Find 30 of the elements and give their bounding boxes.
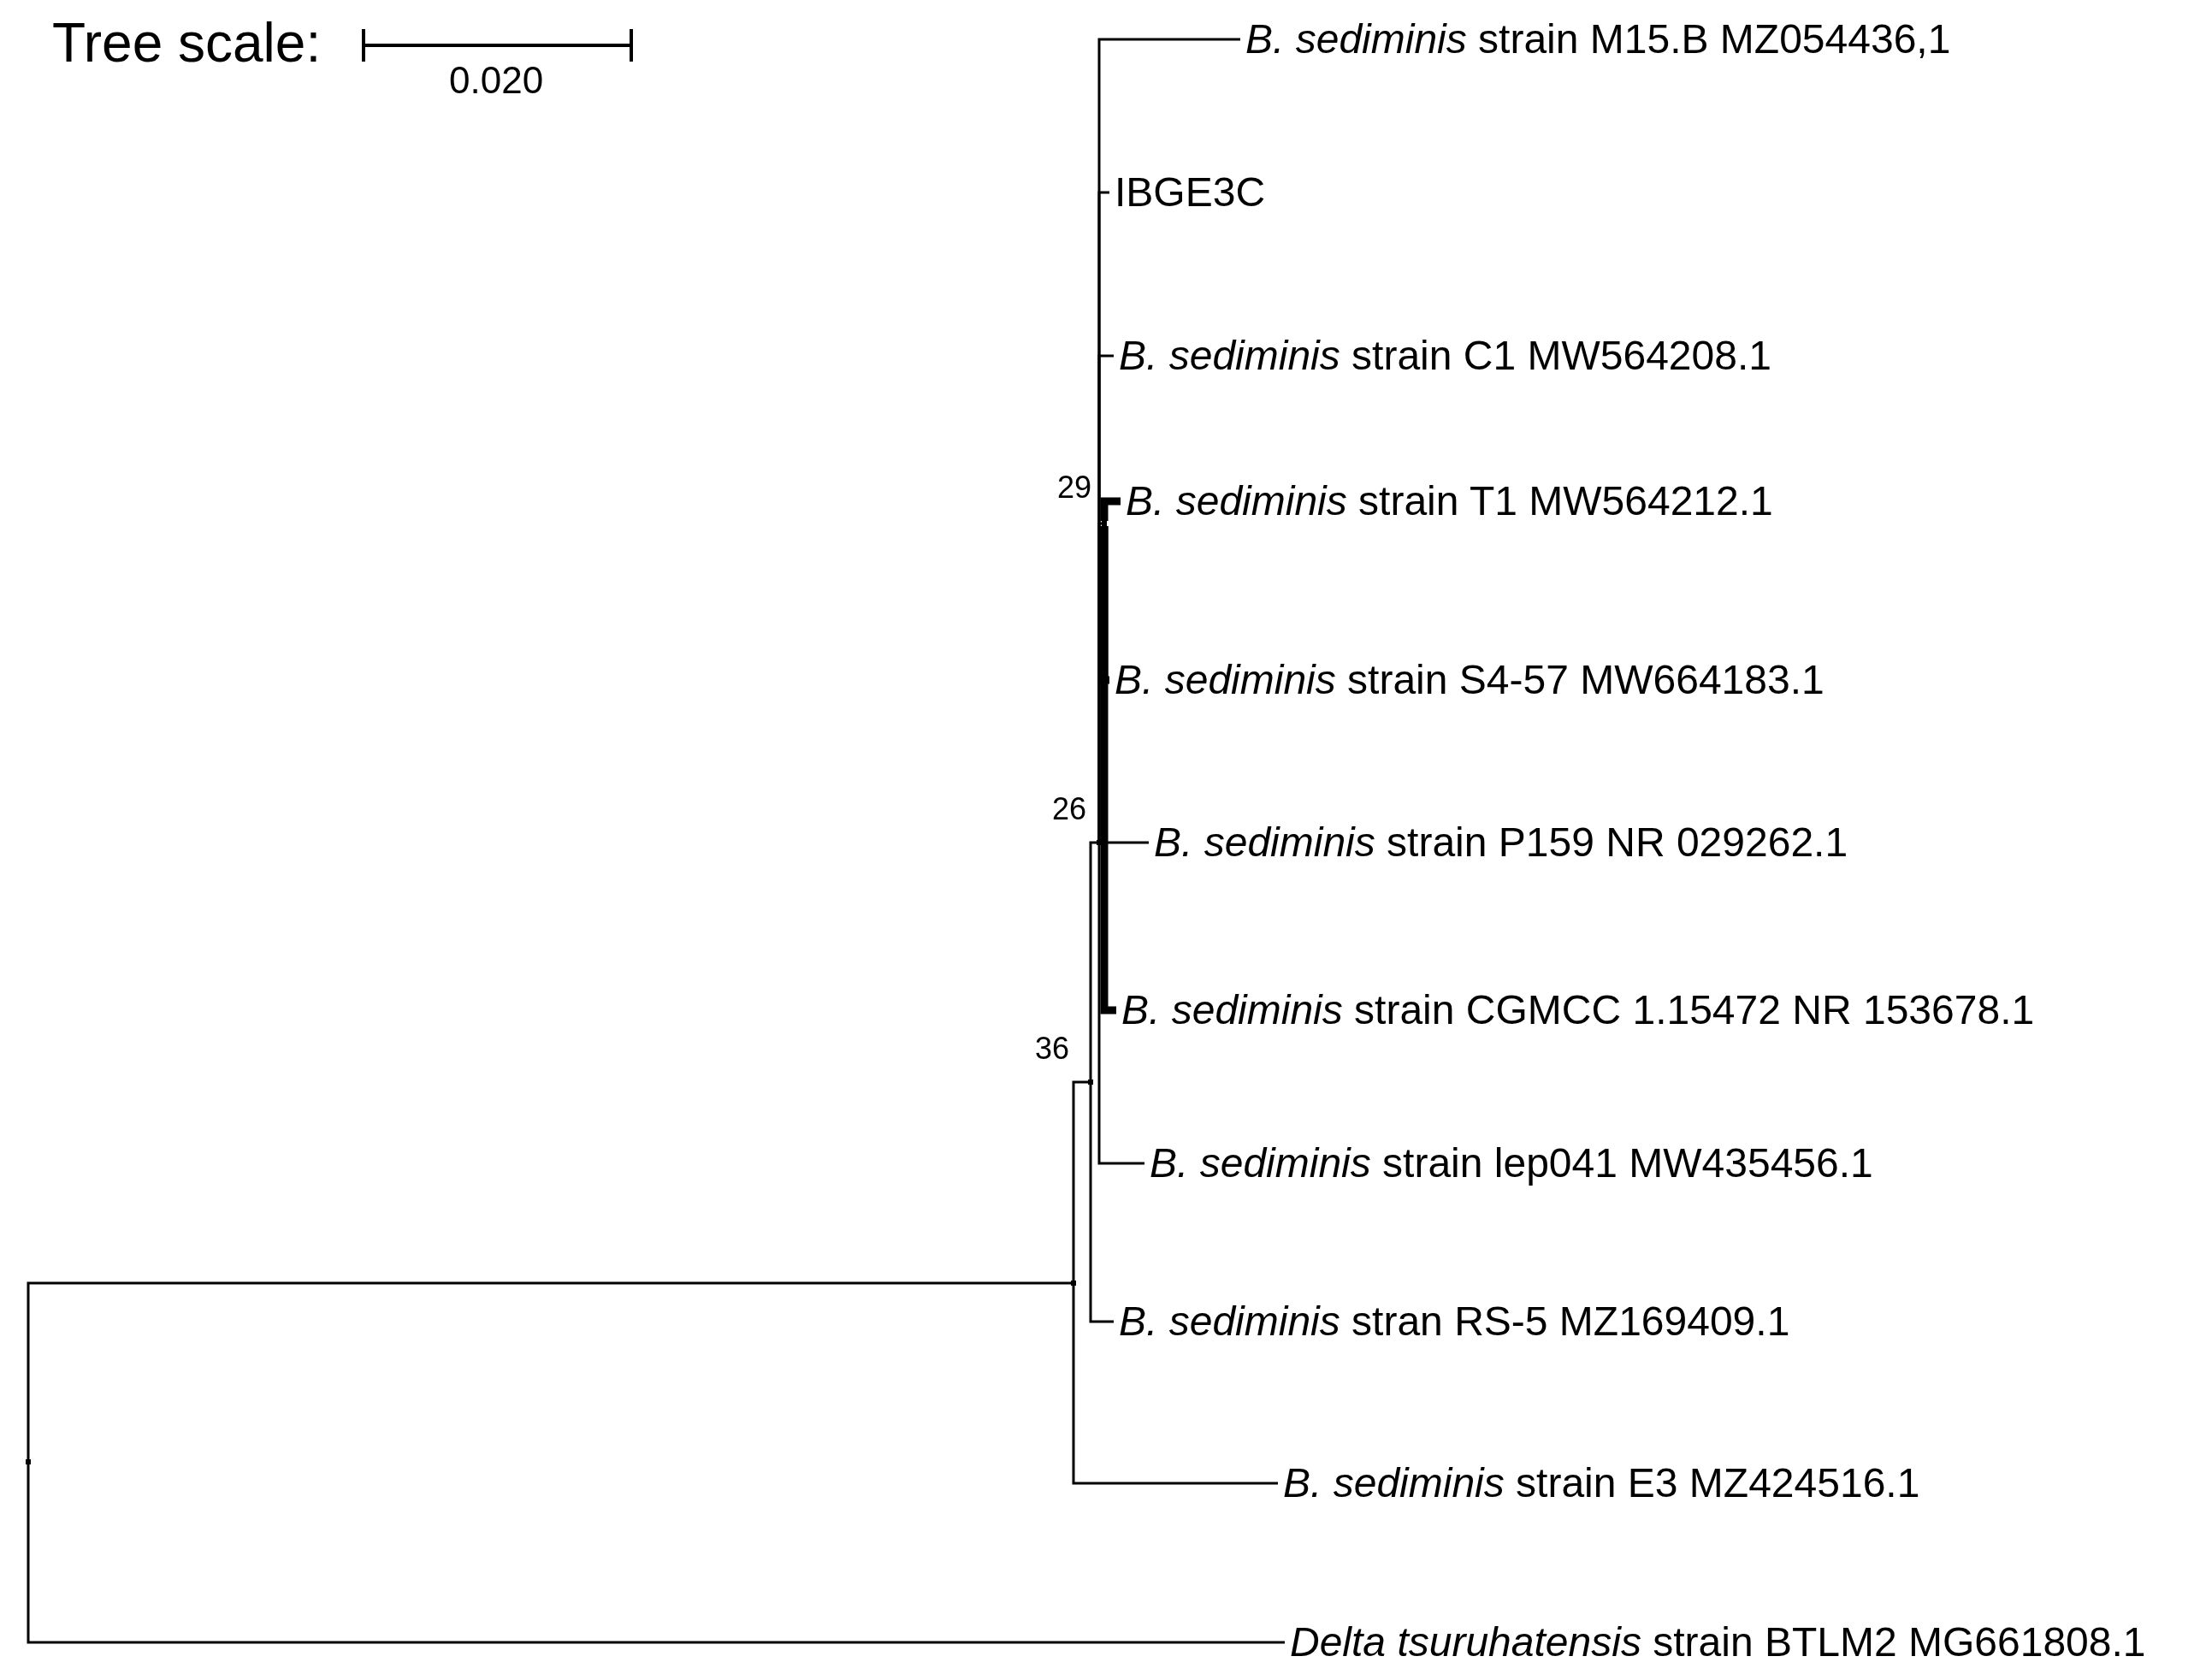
taxon-label: B. sediminis stran RS-5 MZ169409.1 — [1119, 1298, 1790, 1345]
tree-branch — [1072, 1286, 1278, 1485]
taxon-label: B. sediminis strain M15.B MZ054436,1 — [1245, 16, 1951, 62]
bootstrap-value: 29 — [1056, 472, 1091, 503]
tree-branch — [1072, 1080, 1088, 1281]
taxon-label: IBGE3C — [1115, 169, 1266, 216]
taxon-label: B. sediminis strain lep041 MW435456.1 — [1150, 1140, 1873, 1186]
scale-title: Tree scale: — [52, 15, 322, 70]
tree-branch — [1100, 497, 1121, 521]
taxon-label: B. sediminis strain CGMCC 1.15472 NR 153678.1 — [1121, 987, 2035, 1033]
tree-branch — [27, 1281, 1071, 1459]
bootstrap-value: 26 — [1051, 794, 1086, 825]
branch-point — [26, 1459, 31, 1464]
taxon-label: B. sediminis strain S4-57 MW664183.1 — [1115, 657, 1825, 703]
tree-branch — [1100, 526, 1116, 1015]
taxon-label: B. sediminis strain E3 MZ424516.1 — [1283, 1460, 1920, 1506]
taxon-label: B. sediminis strain C1 MW564208.1 — [1119, 333, 1771, 379]
branch-point — [1097, 840, 1102, 845]
tree-branch — [1089, 1085, 1114, 1323]
taxon-label: B. sediminis strain T1 MW564212.1 — [1126, 478, 1773, 524]
scale-value: 0.020 — [449, 62, 544, 99]
tree-branch — [1097, 522, 1103, 840]
taxon-label: B. sediminis strain P159 NR 029262.1 — [1154, 819, 1848, 866]
branch-point — [1071, 1281, 1076, 1286]
tree-branch — [1089, 841, 1097, 1080]
tree-branch — [27, 1464, 1285, 1644]
bootstrap-value: 36 — [1034, 1033, 1069, 1064]
tree-branch — [1097, 845, 1144, 1165]
branch-point — [1088, 1080, 1093, 1085]
taxon-label: Delta tsuruhatensis strain BTLM2 MG661808.1 — [1290, 1619, 2146, 1665]
